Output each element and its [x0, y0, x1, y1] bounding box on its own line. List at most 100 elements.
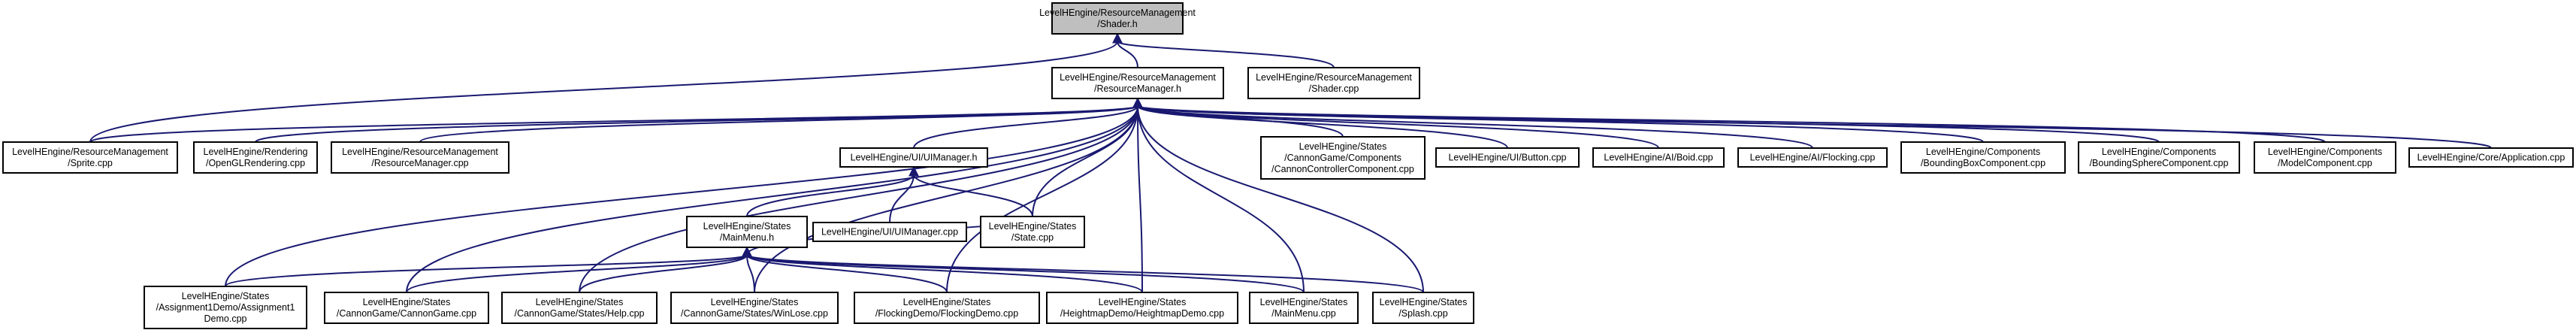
node-label: LevelHEngine/ResourceManagement [1256, 72, 1412, 83]
edge-uimanager_h-to-state_cpp [909, 165, 1033, 217]
edge-resourcemanager_h-to-sprite_cpp [89, 97, 1143, 143]
edge-shader_h-to-shader_cpp [1112, 32, 1335, 68]
node-box [839, 147, 988, 168]
node-box [2254, 141, 2396, 174]
node-flockingdemo_cpp[interactable]: LevelHEngine/States/FlockingDemo/Flockin… [854, 292, 1040, 324]
edges-layer [89, 32, 2492, 293]
node-sprite_cpp[interactable]: LevelHEngine/ResourceManagement/Sprite.c… [2, 141, 178, 174]
node-label: /ResourceManager.cpp [371, 158, 468, 168]
node-box [501, 292, 658, 324]
node-box [1435, 147, 1580, 168]
node-box [1046, 292, 1238, 324]
node-box [812, 222, 967, 242]
node-label: /MainMenu.cpp [1271, 308, 1336, 319]
node-box [2408, 147, 2574, 168]
node-box [324, 292, 489, 324]
node-box [1260, 136, 1426, 180]
node-box [331, 141, 509, 174]
node-label: LevelHEngine/Components [2102, 147, 2216, 157]
node-label: /CannonGame/Components [1284, 153, 1401, 163]
edge-line [89, 105, 1138, 143]
node-shader_h[interactable]: LevelHEngine/ResourceManagement/Shader.h [1039, 2, 1196, 35]
node-help_cpp[interactable]: LevelHEngine/States/CannonGame/States/He… [501, 292, 658, 324]
node-mainmenu_h[interactable]: LevelHEngine/States/MainMenu.h [686, 216, 808, 248]
node-label: Demo.cpp [204, 313, 247, 324]
node-label: /CannonGame/States/WinLose.cpp [681, 308, 828, 319]
node-application_cpp[interactable]: LevelHEngine/Core/Application.cpp [2408, 147, 2574, 168]
node-resourcemanager_cpp[interactable]: LevelHEngine/ResourceManagement/Resource… [331, 141, 509, 174]
node-label: LevelHEngine/UI/UIManager.h [851, 153, 978, 163]
node-label: /CannonGame/CannonGame.cpp [337, 308, 476, 319]
node-label: /CannonGame/States/Help.cpp [514, 308, 644, 319]
node-boundingsphere_cpp[interactable]: LevelHEngine/Components/BoundingSphereCo… [2078, 141, 2240, 174]
node-cannongame_cpp[interactable]: LevelHEngine/States/CannonGame/CannonGam… [324, 292, 489, 324]
edge-line [746, 254, 1424, 293]
edge-line [746, 254, 1305, 293]
edge-line [746, 254, 755, 293]
edge-line [89, 41, 1118, 143]
node-label: LevelHEngine/Core/Application.cpp [2417, 153, 2565, 163]
node-label: /HeightmapDemo/HeightmapDemo.cpp [1060, 308, 1224, 319]
node-box [2078, 141, 2240, 174]
node-label: LevelHEngine/States [711, 297, 799, 307]
node-winlose_cpp[interactable]: LevelHEngine/States/CannonGame/States/Wi… [670, 292, 839, 324]
edge-line [946, 105, 1138, 293]
node-label: LevelHEngine/States [1099, 297, 1187, 307]
edge-mainmenu_h-to-splash_cpp [742, 246, 1424, 293]
node-mainmenu_cpp[interactable]: LevelHEngine/States/MainMenu.cpp [1249, 292, 1359, 324]
edge-line [913, 105, 1138, 149]
edge-line [1137, 105, 2492, 149]
node-resourcemanager_h[interactable]: LevelHEngine/ResourceManagement/Resource… [1051, 67, 1224, 99]
edge-line [1137, 105, 1143, 293]
node-label: /Sprite.cpp [68, 158, 113, 168]
edge-arrowhead [909, 165, 919, 177]
node-label: /BoundingSphereComponent.cpp [2090, 158, 2229, 168]
edge-line [1137, 105, 2326, 143]
node-model_cpp[interactable]: LevelHEngine/Components/ModelComponent.c… [2254, 141, 2396, 174]
edge-line [225, 254, 748, 287]
node-boundingbox_cpp[interactable]: LevelHEngine/Components/BoundingBoxCompo… [1900, 141, 2066, 174]
node-label: LevelHEngine/States [1260, 297, 1348, 307]
node-label: LevelHEngine/Components [2268, 147, 2382, 157]
node-flocking_cpp[interactable]: LevelHEngine/AI/Flocking.cpp [1737, 147, 1888, 168]
edge-line [579, 105, 1138, 293]
node-box [686, 216, 808, 248]
node-assignment1demo_cpp[interactable]: LevelHEngine/States/Assignment1Demo/Assi… [144, 286, 307, 329]
edge-line [746, 254, 1143, 293]
edge-resourcemanager_h-to-flockingdemo_cpp [946, 97, 1143, 293]
node-uimanager_h[interactable]: LevelHEngine/UI/UIManager.h [839, 147, 988, 168]
edge-shader_h-to-sprite_cpp [89, 32, 1123, 143]
node-label: /OpenGLRendering.cpp [206, 158, 305, 168]
edge-line [889, 174, 915, 223]
edge-line [1137, 105, 1424, 293]
edge-line [1032, 105, 1138, 217]
edge-line [419, 105, 1138, 143]
node-heightmapdemo_cpp[interactable]: LevelHEngine/States/HeightmapDemo/Height… [1046, 292, 1238, 324]
node-box [1249, 292, 1359, 324]
node-box [2, 141, 178, 174]
node-label: /MainMenu.h [720, 232, 774, 243]
node-cannoncontroller_cpp[interactable]: LevelHEngine/States/CannonGame/Component… [1260, 136, 1426, 180]
edge-line [406, 254, 748, 293]
node-splash_cpp[interactable]: LevelHEngine/States/Splash.cpp [1372, 292, 1474, 324]
node-state_cpp[interactable]: LevelHEngine/States/State.cpp [980, 216, 1085, 248]
edge-mainmenu_h-to-cannongame_cpp [406, 246, 752, 293]
edge-mainmenu_h-to-heightmapdemo_cpp [742, 246, 1143, 293]
node-openglrendering_cpp[interactable]: LevelHEngine/Rendering/OpenGLRendering.c… [193, 141, 318, 174]
node-button_cpp[interactable]: LevelHEngine/UI/Button.cpp [1435, 147, 1580, 168]
node-box [980, 216, 1085, 248]
edge-line [913, 174, 1033, 217]
node-uimanager_cpp[interactable]: LevelHEngine/UI/UIManager.cpp [812, 222, 967, 242]
node-shader_cpp[interactable]: LevelHEngine/ResourceManagement/Shader.c… [1247, 67, 1420, 99]
node-label: LevelHEngine/UI/Button.cpp [1448, 153, 1566, 163]
edge-line [1137, 105, 1508, 149]
node-label: LevelHEngine/ResourceManagement [1060, 72, 1216, 83]
node-boid_cpp[interactable]: LevelHEngine/AI/Boid.cpp [1592, 147, 1725, 168]
edge-arrowhead [742, 246, 752, 257]
edge-line [1137, 105, 1305, 293]
edge-arrowhead [1112, 32, 1123, 44]
edge-resourcemanager_h-to-resourcemanager_cpp [419, 97, 1143, 143]
node-label: /BoundingBoxComponent.cpp [1921, 158, 2045, 168]
node-label: LevelHEngine/Rendering [204, 147, 308, 157]
